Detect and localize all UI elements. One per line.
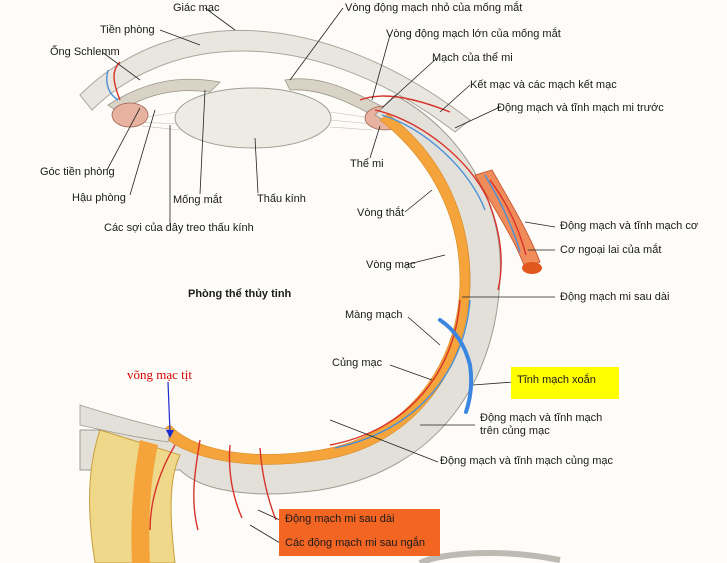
muscle-end: [522, 262, 542, 274]
label-cung-mac: Củng mạc: [332, 357, 383, 369]
label-co-ngoai-lai: Cơ ngoại lai của mắt: [560, 244, 662, 256]
label-vong-mac-tit: võng mạc tịt: [127, 367, 192, 382]
label-mang-mach: Màng mạch: [345, 309, 403, 321]
pointer-arrow: [167, 381, 171, 433]
label-dm-tm-co: Động mạch và tĩnh mạch cơ: [560, 220, 699, 232]
label-the-mi: Thể mi: [350, 158, 384, 170]
label-cac-dm-mi-sau-ngan: Các động mạch mi sau ngắn: [285, 537, 426, 549]
label-dm-tm-mi-truoc: Động mạch và tĩnh mạch mi trước: [497, 102, 664, 114]
label-tien-phong: Tiền phòng: [100, 24, 155, 36]
label-vong-mac: Vòng mạc: [366, 259, 416, 271]
cornea: [79, 29, 471, 133]
orange-annotation-box: [279, 509, 440, 556]
label-tinh-mach-xoan: Tĩnh mạch xoắn: [511, 367, 619, 399]
partial-structure: [418, 549, 561, 563]
sclera-left-strip: [79, 404, 171, 443]
label-dm-tm-cung-mac: Động mạch và tĩnh mạch củng mạc: [440, 455, 614, 467]
label-dm-mi-sau-dai-right: Động mạch mi sau dài: [560, 291, 670, 303]
label-hau-phong: Hậu phòng: [72, 192, 126, 204]
label-dm-tm-tren-cung-mac-2: trên củng mạc: [480, 425, 550, 437]
label-thau-kinh: Thấu kính: [257, 193, 306, 205]
label-phong-the-thuy-tinh: Phòng thể thủy tinh: [188, 288, 292, 300]
label-ong-schlemm: Ống Schlemm: [50, 46, 120, 58]
label-mach-the-mi: Mạch của thể mi: [432, 52, 513, 64]
iris-left: [107, 78, 221, 113]
label-dm-tm-tren-cung-mac-1: Động mạch và tĩnh mạch: [480, 412, 603, 424]
label-ket-mac: Kết mạc và các mạch kết mạc: [470, 79, 617, 91]
label-mong-mat: Mống mắt: [173, 194, 222, 206]
label-vong-that: Vòng thắt: [357, 207, 405, 219]
label-goc-tien-phong: Góc tiền phòng: [40, 166, 115, 178]
ciliary-body-left: [111, 102, 149, 128]
label-vong-lon: Vòng động mạch lớn của mống mắt: [386, 28, 561, 40]
pointer-arrowhead: [166, 430, 174, 438]
vortex-vein: [438, 318, 474, 414]
label-giac-mac: Giác mạc: [173, 2, 220, 14]
arteries: [113, 61, 527, 531]
leader-lines: [101, 7, 556, 544]
lens: [174, 87, 332, 149]
label-vong-nho: Vòng động mạch nhỏ của mống mắt: [345, 2, 523, 14]
label-dm-mi-sau-dai-box: Động mạch mi sau dài: [285, 513, 395, 525]
label-cac-soi: Các sợi của dây treo thấu kính: [104, 222, 254, 234]
optic-nerve-core: [131, 440, 158, 563]
